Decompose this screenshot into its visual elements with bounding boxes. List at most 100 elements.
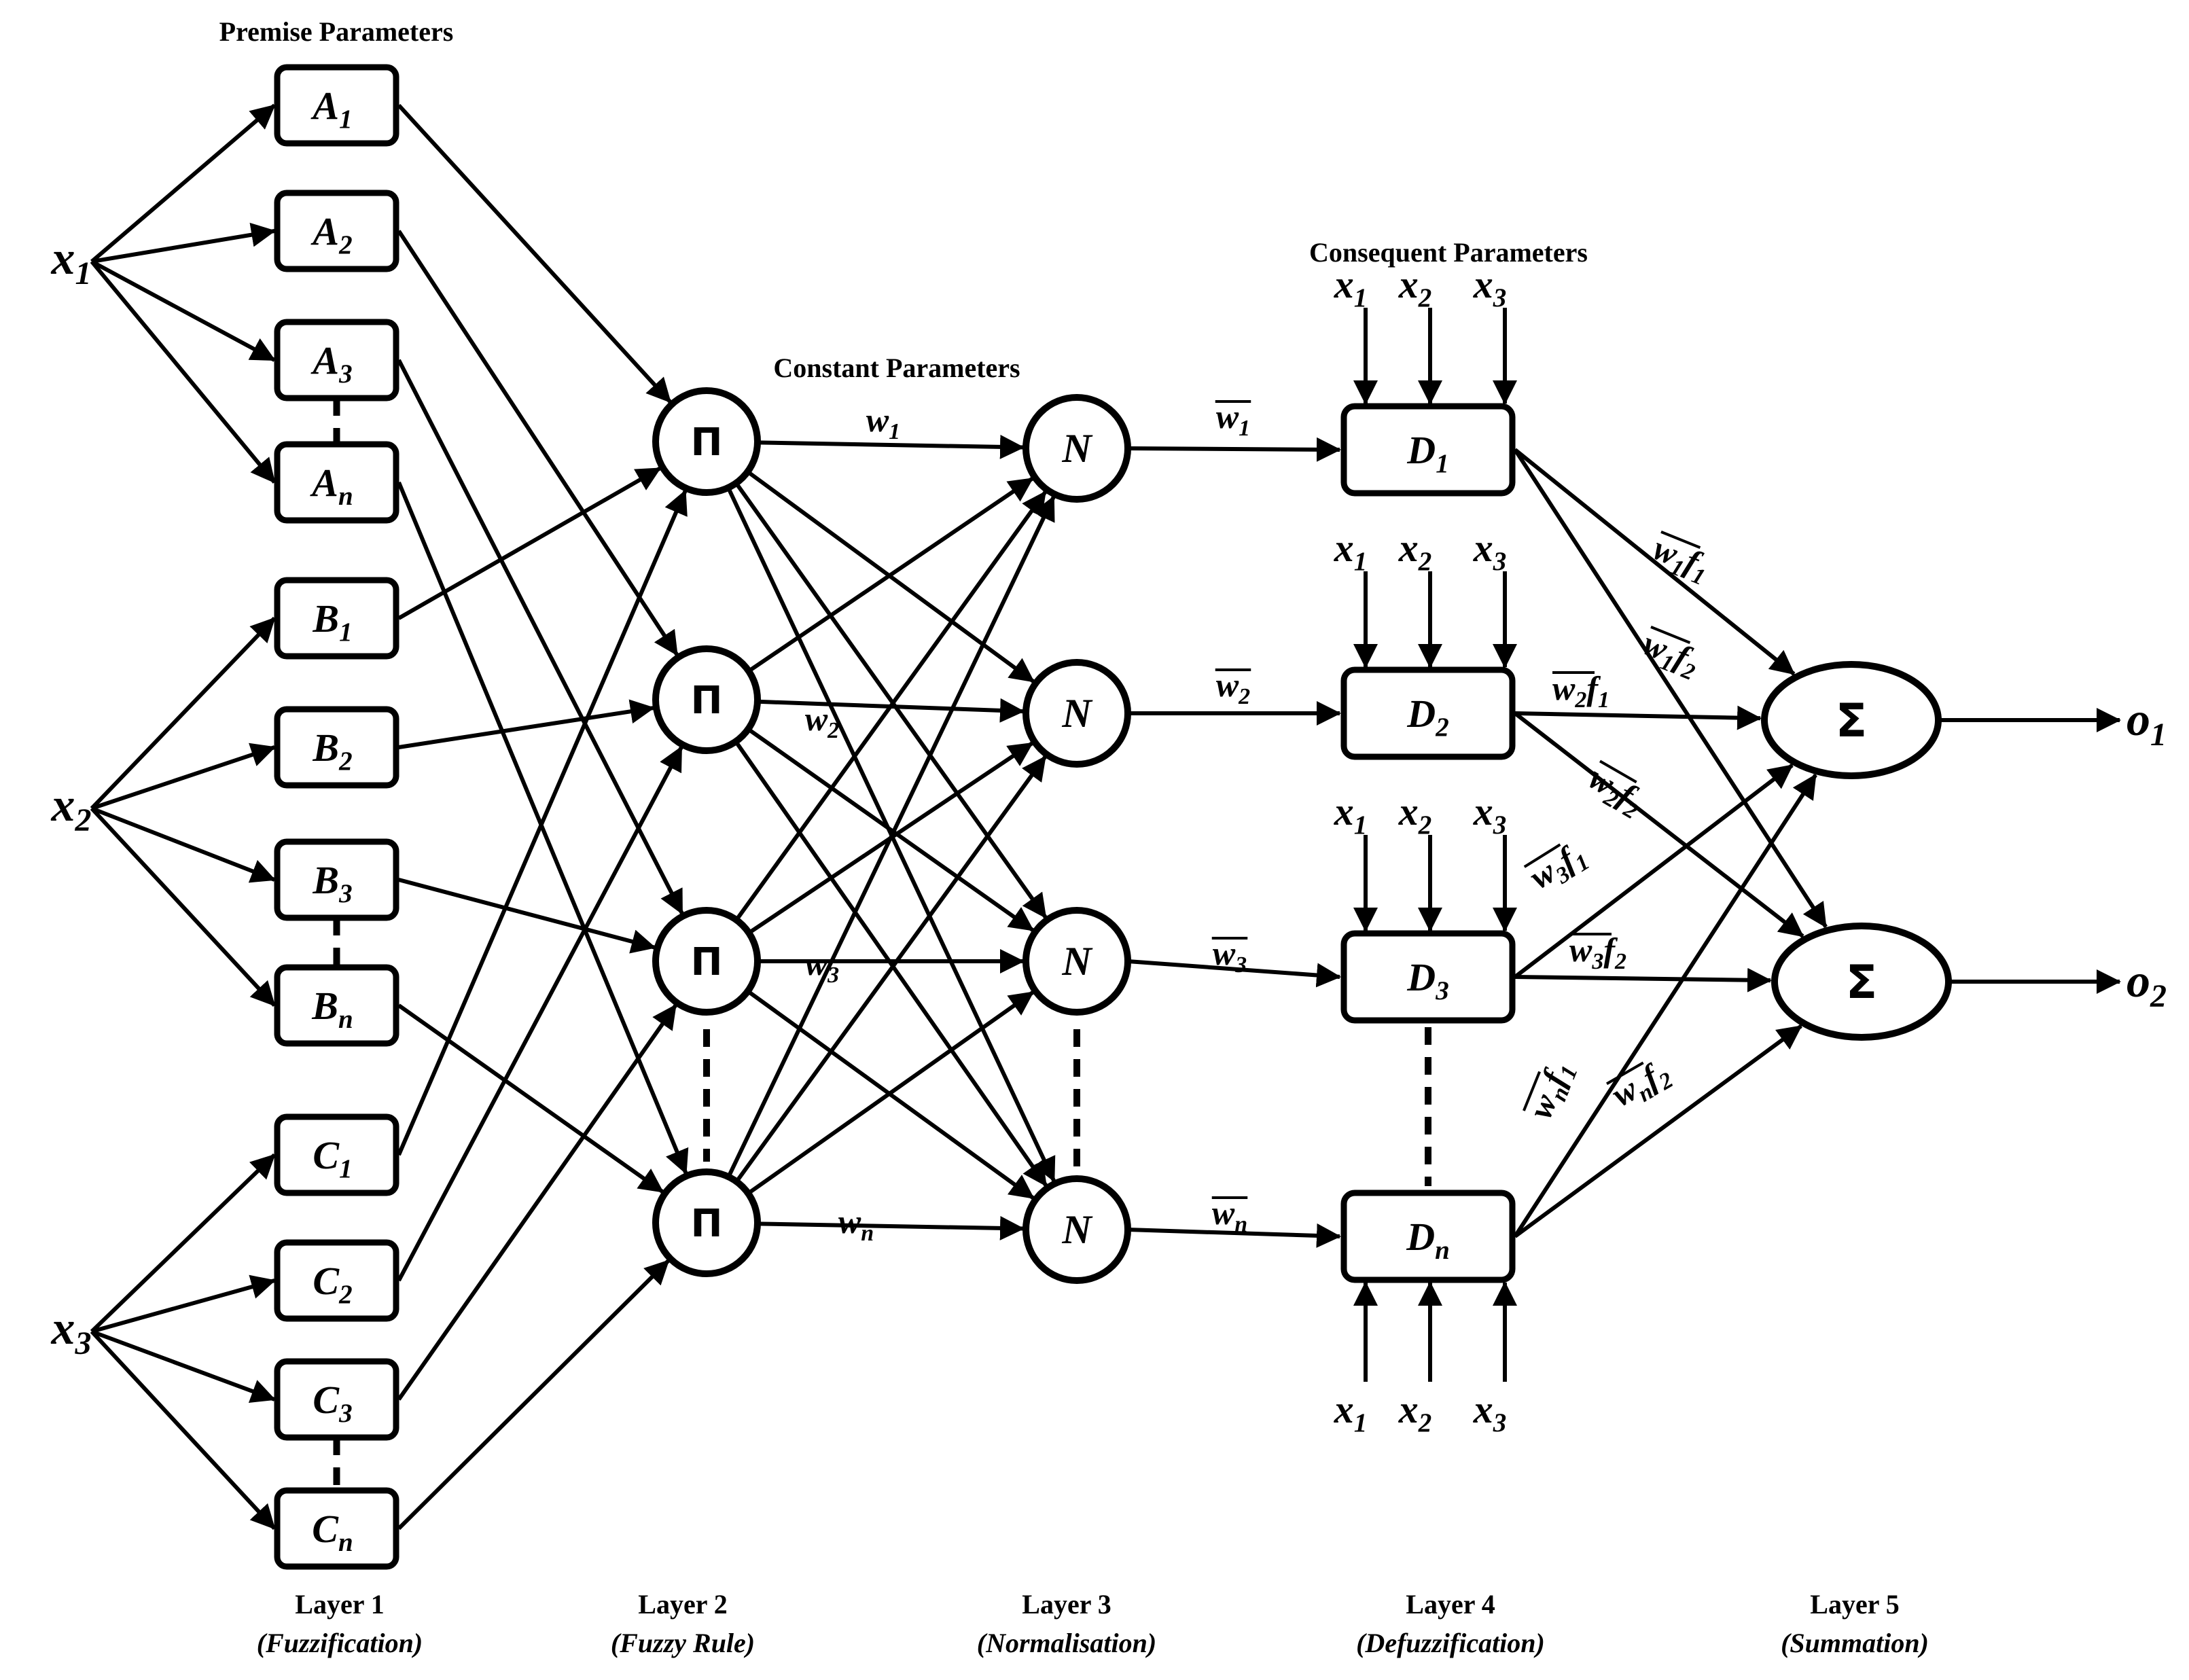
layer-4-title: Layer 4 [1406,1589,1495,1620]
input-to-mf-edge [91,743,276,810]
rule-node-symbol: Π [691,940,723,984]
product-label-wnf1: wnf1 [1520,1055,1583,1126]
mf-to-rule-edge [397,103,672,404]
product-label-text: wnf2 [1605,1052,1677,1118]
membership-label-bn: Bn [311,984,353,1034]
consequent-input-label-x3: x3 [1473,262,1507,312]
consequent-input-label-x2: x2 [1398,526,1432,576]
input-to-mf-edge [90,806,277,1007]
consequent-input-label-x1: x1 [1334,789,1368,840]
mf-to-rule-edge [397,466,662,620]
consequent-input-label-x2: x2 [1398,262,1432,312]
membership-box-c3 [274,1358,399,1441]
input-to-mf-edge [90,103,276,264]
normalized-weight-label-w3: w3 [1213,934,1247,978]
defuzz-to-sum-edge [1513,448,1828,928]
membership-label-cn: Cn [312,1507,353,1557]
input-to-mf-edge [90,1329,277,1531]
layer-4-subtitle: (Defuzzification) [1356,1628,1545,1658]
layer-5-subtitle: (Summation) [1781,1628,1929,1658]
weight-label-wn: wn [838,1202,874,1246]
norm-node-1 [1022,394,1131,503]
normalized-weight-label-wn: wn [1212,1194,1247,1237]
input-label-x1: x1 [51,232,92,291]
membership-label-a3: A3 [310,338,352,389]
membership-box-cn [274,1487,399,1570]
sum-node-symbol: Σ [1846,956,1877,1009]
product-label-text: w2f2 [1580,758,1652,824]
input-to-mf-edge [90,260,277,484]
defuzz-box-d3 [1340,930,1516,1024]
input-label-x3: x3 [51,1302,92,1361]
sum-node-2 [1771,923,1952,1041]
consequent-parameters-heading: Consequent Parameters [1309,237,1588,268]
layer-2-subtitle: (Fuzzy Rule) [611,1628,755,1658]
sum-node-1 [1761,661,1942,779]
defuzz-to-sum-edge [1514,711,1804,938]
membership-label-b3: B3 [312,858,352,908]
product-overbar [1523,1071,1541,1111]
membership-label-c2: C2 [313,1259,352,1309]
rule-node-1 [652,387,761,496]
norm-node-4 [1022,1175,1131,1284]
consequent-input-label-x1: x1 [1334,526,1368,576]
layer-3-subtitle: (Normalisation) [977,1628,1156,1658]
product-label-text: w2f1 [1552,669,1609,713]
rule-to-norm-edge [734,740,1048,1187]
membership-label-an: An [310,461,353,511]
layer-1-title: Layer 1 [295,1589,384,1620]
norm-node-3 [1022,907,1131,1016]
norm-node-symbol: N [1061,939,1093,984]
input-to-mf-edge [91,222,276,264]
output-label-o1: o1 [2126,694,2167,753]
normalized-weight-label-w1: w1 [1216,397,1250,441]
rule-to-norm-edge [747,990,1035,1196]
membership-box-a2 [274,190,399,272]
defuzz-to-sum-edge [1514,705,1762,730]
rule-node-symbol: Π [691,679,723,723]
layer-3-title: Layer 3 [1022,1589,1111,1620]
output-label-o2: o2 [2126,955,2167,1014]
membership-label-a2: A2 [310,209,352,260]
mf-to-rule-edge [398,878,656,954]
membership-label-c1: C1 [313,1133,352,1183]
membership-box-an [274,441,399,524]
premise-parameters-heading: Premise Parameters [219,16,454,47]
layer-5-title: Layer 5 [1810,1589,1899,1620]
membership-label-a1: A1 [310,84,352,134]
norm-node-2 [1022,659,1131,768]
membership-box-b1 [274,577,399,660]
product-label-w2f1: w2f1 [1552,669,1609,713]
norm-node-symbol: N [1061,426,1093,471]
mf-to-rule-edge [397,1003,678,1401]
mf-to-rule-edge [397,359,684,915]
product-label-text: w3f2 [1569,931,1626,974]
product-overbar [1599,759,1637,784]
input-to-mf-edge [90,1329,276,1404]
consequent-input-label-x1: x1 [1334,262,1368,312]
membership-label-c3: C3 [313,1378,352,1428]
product-label-text: wnf1 [1520,1055,1583,1126]
defuzz-to-sum-edge [1513,774,1817,1238]
product-overbar [1660,531,1701,549]
membership-box-bn [274,964,399,1047]
rule-node-3 [652,907,761,1016]
rule-to-norm-edge [734,490,1048,921]
defuzz-label-d3: D3 [1406,955,1448,1005]
defuzz-box-d2 [1340,666,1516,760]
defuzz-box-dn [1340,1190,1516,1283]
defuzz-to-sum-edge [1514,448,1796,676]
consequent-input-label-x1: x1 [1334,1387,1368,1437]
consequent-input-label-x2: x2 [1398,1387,1432,1437]
membership-box-c2 [274,1239,399,1322]
rule-to-norm-edge [726,495,1056,1178]
consequent-input-label-x3: x3 [1473,789,1507,840]
defuzz-to-sum-edge [1514,1024,1802,1238]
sum-node-symbol: Σ [1836,694,1867,748]
membership-box-b2 [274,706,399,789]
defuzz-to-sum-edge [1514,764,1794,979]
input-to-mf-edge [90,1153,277,1334]
norm-node-symbol: N [1061,1207,1093,1252]
defuzz-label-d2: D2 [1406,692,1448,742]
product-label-wnf2: wnf2 [1605,1052,1677,1118]
